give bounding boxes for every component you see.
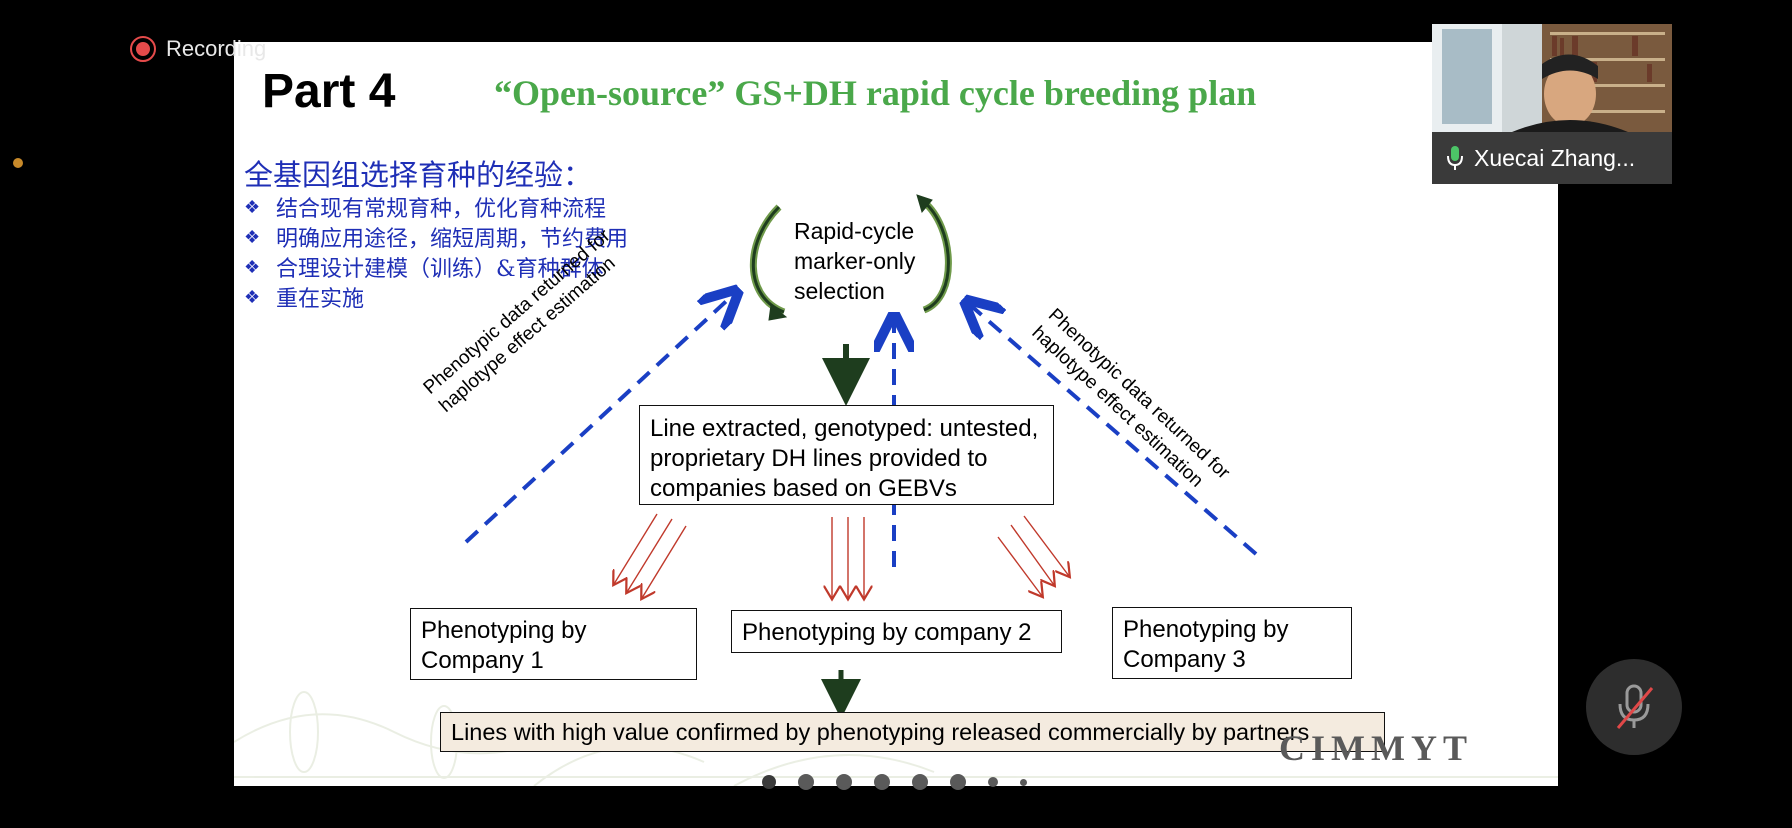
record-icon bbox=[130, 36, 156, 62]
company-3-box: Phenotyping by Company 3 bbox=[1112, 607, 1352, 679]
recording-indicator: Recording bbox=[130, 36, 266, 62]
microphone-icon bbox=[1447, 146, 1463, 170]
experience-heading: 全基因组选择育种的经验： bbox=[244, 158, 593, 192]
part-title: Part 4 bbox=[262, 65, 396, 118]
diamond-bullet-icon: ❖ bbox=[244, 286, 261, 308]
pagination-dot[interactable] bbox=[836, 774, 852, 790]
line-extracted-box: Line extracted, genotyped: untested, pro… bbox=[639, 405, 1054, 505]
recording-label: Recording bbox=[166, 36, 267, 61]
feedback-arrows bbox=[464, 294, 1258, 567]
microphone-muted-icon bbox=[1616, 684, 1654, 729]
distribution-arrows bbox=[614, 513, 1069, 598]
diamond-bullet-icon: ❖ bbox=[244, 226, 261, 248]
diamond-bullet-icon: ❖ bbox=[244, 196, 261, 218]
pagination-dot[interactable] bbox=[912, 774, 928, 790]
participant-name: Xuecai Zhang... bbox=[1474, 144, 1636, 171]
pagination-dot[interactable] bbox=[874, 774, 890, 790]
slide-title: “Open-source” GS+DH rapid cycle breeding… bbox=[494, 73, 1257, 113]
presentation-slide: Part 4 “Open-source” GS+DH rapid cycle b… bbox=[234, 42, 1558, 786]
list-item: ❖合理设计建模（训练）&育种群体 bbox=[244, 256, 604, 283]
list-item: ❖明确应用途径，缩短周期，节约费用 bbox=[244, 226, 629, 253]
pagination-dot[interactable] bbox=[988, 777, 998, 787]
video-frame bbox=[1432, 24, 1672, 132]
pagination-dot[interactable] bbox=[762, 775, 776, 789]
experience-list: ❖结合现有常规育种，优化育种流程 ❖明确应用途径，缩短周期，节约费用 ❖合理设计… bbox=[244, 192, 629, 313]
list-item: ❖结合现有常规育种，优化育种流程 bbox=[244, 196, 607, 223]
pagination-dot[interactable] bbox=[1020, 778, 1027, 786]
cycle-arrows bbox=[749, 194, 952, 321]
participant-video[interactable]: Xuecai Zhang... bbox=[1432, 24, 1672, 184]
participant-name-bar: Xuecai Zhang... bbox=[1432, 132, 1672, 184]
side-indicator-dot bbox=[13, 158, 23, 168]
company-2-box: Phenotyping by company 2 bbox=[731, 610, 1062, 653]
cimmyt-logo: CIMMYT bbox=[1279, 728, 1473, 768]
mute-button[interactable] bbox=[1586, 659, 1682, 755]
pagination-dot[interactable] bbox=[950, 774, 966, 790]
slide-pagination bbox=[762, 774, 1027, 790]
list-item: ❖重在实施 bbox=[244, 286, 365, 313]
release-box: Lines with high value confirmed by pheno… bbox=[440, 712, 1385, 752]
pagination-dot[interactable] bbox=[798, 774, 814, 790]
diamond-bullet-icon: ❖ bbox=[244, 256, 261, 278]
company-1-box: Phenotyping by Company 1 bbox=[410, 608, 697, 680]
slide-graphics bbox=[234, 194, 1558, 786]
cycle-label: Rapid-cycle marker-only selection bbox=[794, 218, 916, 304]
